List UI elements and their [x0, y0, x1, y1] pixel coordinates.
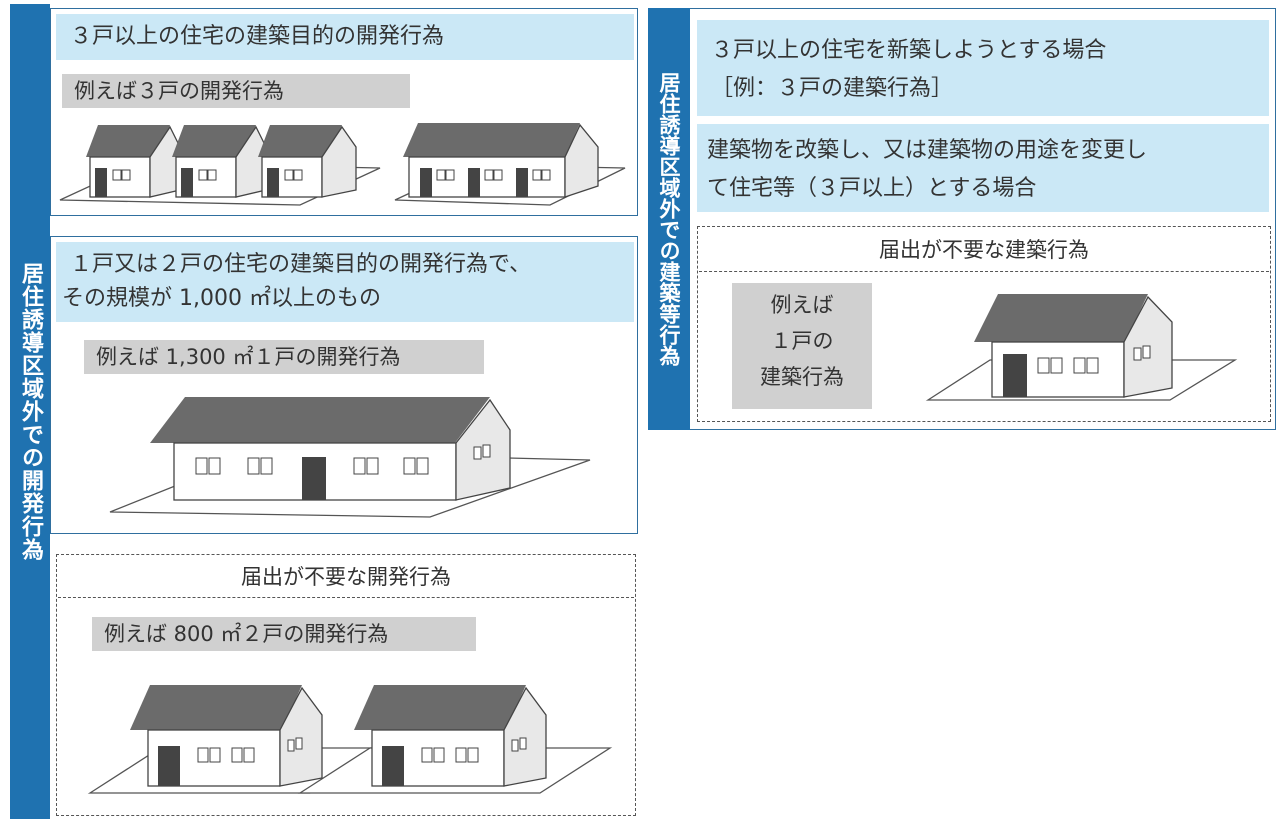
- right-exempt-heading: 届出が不要な建築行為: [699, 228, 1269, 272]
- section2-heading-line2: その規模が 1,000 ㎡以上のもの: [62, 286, 381, 311]
- section2-example-tag: 例えば 1,300 ㎡１戸の開発行為: [84, 340, 484, 374]
- section3-heading: 届出が不要な開発行為: [58, 556, 634, 598]
- right-exempt-example-tag: 例えば １戸の 建築行為: [732, 283, 872, 409]
- left-side-title: 居住誘導区域外での開発行為: [10, 4, 50, 819]
- section2-heading-line1: １戸又は２戸の住宅の建築目的の開発行為で、: [70, 252, 532, 277]
- section1-heading: ３戸以上の住宅の建築目的の開発行為: [56, 14, 634, 60]
- right-case2-line1: 建築物を改築し、又は建築物の用途を変更し: [707, 138, 1148, 163]
- right-exempt-example-line1: 例えば: [770, 293, 834, 317]
- right-exempt-example-line2: １戸の: [770, 329, 834, 353]
- right-case1-line2: ［例：３戸の建築行為］: [711, 76, 954, 101]
- section1-example-tag: 例えば３戸の開発行為: [62, 74, 410, 108]
- right-exempt-example-line3: 建築行為: [760, 365, 844, 389]
- right-case1-line1: ３戸以上の住宅を新築しようとする場合: [711, 38, 1107, 63]
- right-case2: 建築物を改築し、又は建築物の用途を変更し て住宅等（３戸以上）とする場合: [697, 124, 1269, 212]
- right-case1: ３戸以上の住宅を新築しようとする場合 ［例：３戸の建築行為］: [697, 20, 1269, 116]
- section2-heading: １戸又は２戸の住宅の建築目的の開発行為で、 その規模が 1,000 ㎡以上のもの: [56, 242, 634, 322]
- right-case2-line2: て住宅等（３戸以上）とする場合: [707, 176, 1037, 201]
- right-side-title: 居住誘導区域外での建築等行為: [648, 8, 690, 430]
- section3-example-tag: 例えば 800 ㎡２戸の開発行為: [92, 617, 476, 651]
